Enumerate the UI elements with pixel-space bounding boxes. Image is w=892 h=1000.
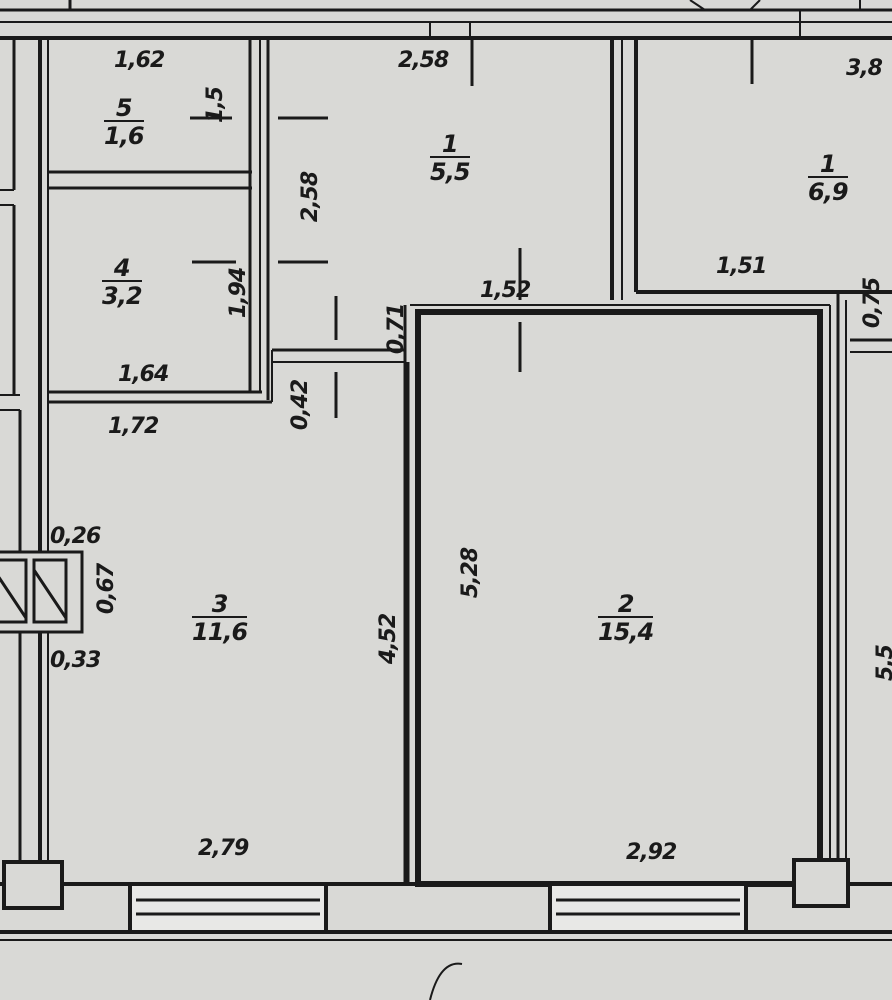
- left-walls: [0, 38, 49, 860]
- dimension-label: 2,58: [398, 48, 449, 73]
- room-label-3: 3 11,6: [192, 592, 248, 646]
- window-left: [128, 882, 328, 934]
- dimension-label: 5,5: [872, 645, 892, 681]
- room-label-2: 2 15,4: [598, 592, 654, 646]
- dimension-label: 0,71: [384, 303, 410, 355]
- dimension-label: 1,51: [716, 254, 767, 279]
- room-area: 15,4: [598, 618, 654, 646]
- room-area: 1,6: [104, 122, 145, 150]
- corridor-walls: [272, 38, 892, 860]
- dimension-label: 0,75: [860, 277, 886, 329]
- dimension-label: 2,79: [198, 836, 249, 861]
- room-number: 2: [598, 592, 654, 618]
- room-number: 5: [104, 96, 144, 122]
- dimension-label: 3,8: [846, 56, 883, 81]
- room-label-1a: 1 5,5: [430, 132, 471, 186]
- room-label-5: 5 1,6: [104, 96, 145, 150]
- dimension-label: 0,42: [288, 379, 314, 431]
- dimension-label: 1,72: [108, 414, 159, 439]
- dimension-label: 1,5: [202, 87, 228, 123]
- top-wall: [0, 0, 892, 40]
- dimension-label: 1,94: [226, 267, 252, 319]
- room-area: 5,5: [430, 158, 471, 186]
- room-area: 3,2: [102, 282, 143, 310]
- dimension-label: 2,92: [626, 840, 677, 865]
- room-number: 1: [430, 132, 470, 158]
- dimension-label: 4,52: [376, 613, 402, 665]
- room-label-1b: 1 6,9: [808, 152, 849, 206]
- bathroom-walls: [48, 40, 273, 404]
- dimension-label: 2,58: [298, 171, 324, 223]
- dimension-label: 0,26: [50, 524, 101, 549]
- dimension-label: 1,64: [118, 362, 169, 387]
- window-right: [548, 882, 748, 934]
- room-area: 6,9: [808, 178, 849, 206]
- dimension-ticks: [190, 40, 754, 418]
- electrical-panel: [0, 550, 84, 634]
- room-number: 3: [192, 592, 248, 618]
- dimension-label: 1,52: [480, 278, 531, 303]
- dimension-label: 0,67: [94, 563, 120, 615]
- room-number: 4: [102, 256, 142, 282]
- dimension-label: 0,33: [50, 648, 101, 673]
- dimension-label: 1,62: [114, 48, 165, 73]
- room-label-4: 4 3,2: [102, 256, 143, 310]
- room-area: 11,6: [192, 618, 248, 646]
- dimension-label: 5,28: [458, 547, 484, 599]
- room-number: 1: [808, 152, 848, 178]
- pen-mark: [429, 962, 463, 1000]
